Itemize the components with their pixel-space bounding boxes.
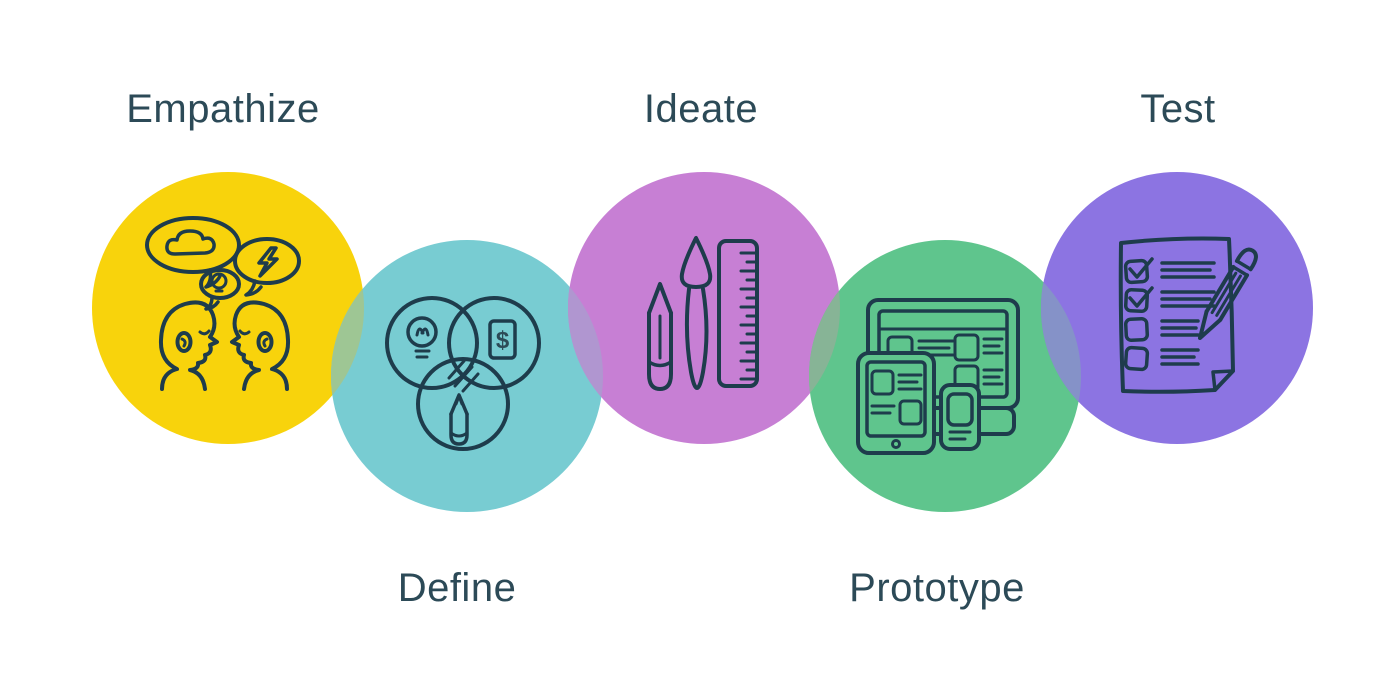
stage-circle-empathize (92, 172, 364, 444)
stage-label-ideate: Ideate (644, 87, 758, 131)
dollar-sign-glyph: $ (496, 327, 510, 354)
stage-label-define: Define (398, 566, 517, 610)
stage-label-prototype: Prototype (849, 566, 1025, 610)
stage-circle-prototype (809, 240, 1081, 512)
checklist-icon (1118, 236, 1258, 394)
stage-circle-define (331, 240, 603, 512)
venn-diagram-icon: $ (385, 296, 541, 451)
stage-label-test: Test (1140, 87, 1215, 131)
stage-label-empathize: Empathize (126, 87, 319, 131)
stage-circle-test (1041, 172, 1313, 444)
devices-icon (856, 298, 1020, 455)
drawing-tools-icon (647, 236, 759, 391)
conversation-icon (145, 216, 301, 391)
